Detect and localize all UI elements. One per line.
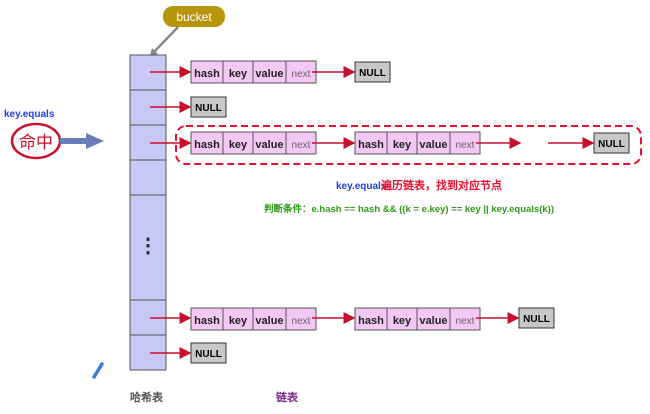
annotation-left: key.equals [4,109,55,120]
hit-label: 命中 [19,133,53,152]
pen-icon [92,362,104,379]
svg-text:value: value [419,139,447,151]
null-box [190,342,227,364]
bucket-slot [129,159,167,196]
chain-row-3: hash key value next hash key value next … [150,131,630,155]
entry-node: hash key value next [354,131,481,155]
svg-text:next: next [456,316,475,327]
svg-text:hash: hash [194,139,220,151]
svg-text:value: value [255,68,283,80]
ellipsis-dots: ⋮ [138,235,158,257]
highlight-chain-border [175,125,642,165]
entry-node: hash key value next [190,60,317,84]
chain-row-5: NULL [150,342,227,364]
svg-text:value: value [419,315,447,327]
svg-text:key: key [229,68,248,80]
svg-text:key: key [229,139,248,151]
svg-text:NULL: NULL [195,103,222,114]
null-box [593,132,630,154]
bucket-pointer [151,26,179,55]
svg-text:key: key [393,139,412,151]
caption-hash-table: 哈希表 [130,390,164,404]
chain-row-4: hash key value next hash key value next … [150,307,555,331]
svg-text:NULL: NULL [523,314,550,325]
hash-table-array: ⋮ [129,54,167,371]
bucket-label: bucket [176,10,212,24]
svg-text:NULL: NULL [359,68,386,79]
annotation-traverse: 遍历链表，找到对应节点 [380,178,502,192]
caption-linked-list: 链表 [276,390,299,404]
null-box [518,307,555,329]
chain-row-1: hash key value next NULL [150,60,391,84]
svg-text:value: value [255,139,283,151]
svg-text:NULL: NULL [598,139,625,150]
annotation-key-equals: key.equals [336,181,387,192]
entry-node: hash key value next [190,307,317,331]
svg-text:key: key [393,315,412,327]
svg-text:next: next [292,316,311,327]
svg-text:value: value [255,315,283,327]
hit-marker: 命中 [10,122,104,160]
svg-text:hash: hash [194,68,220,80]
svg-text:next: next [292,140,311,151]
annotation-condition: 判断条件：e.hash == hash && ((k = e.key) == k… [264,203,554,215]
null-box [354,61,391,83]
arrow-right-icon [86,133,104,149]
svg-text:NULL: NULL [195,349,222,360]
svg-text:key: key [229,315,248,327]
svg-text:next: next [456,140,475,151]
entry-node: hash key value next [190,131,317,155]
svg-text:hash: hash [358,315,384,327]
bucket-badge: bucket [150,6,225,56]
svg-text:hash: hash [194,315,220,327]
entry-node: hash key value next [354,307,481,331]
svg-text:next: next [292,69,311,80]
null-box [190,96,227,118]
svg-text:hash: hash [358,139,384,151]
chain-row-2: NULL [150,96,227,118]
bucket-slot-gap [129,194,167,301]
